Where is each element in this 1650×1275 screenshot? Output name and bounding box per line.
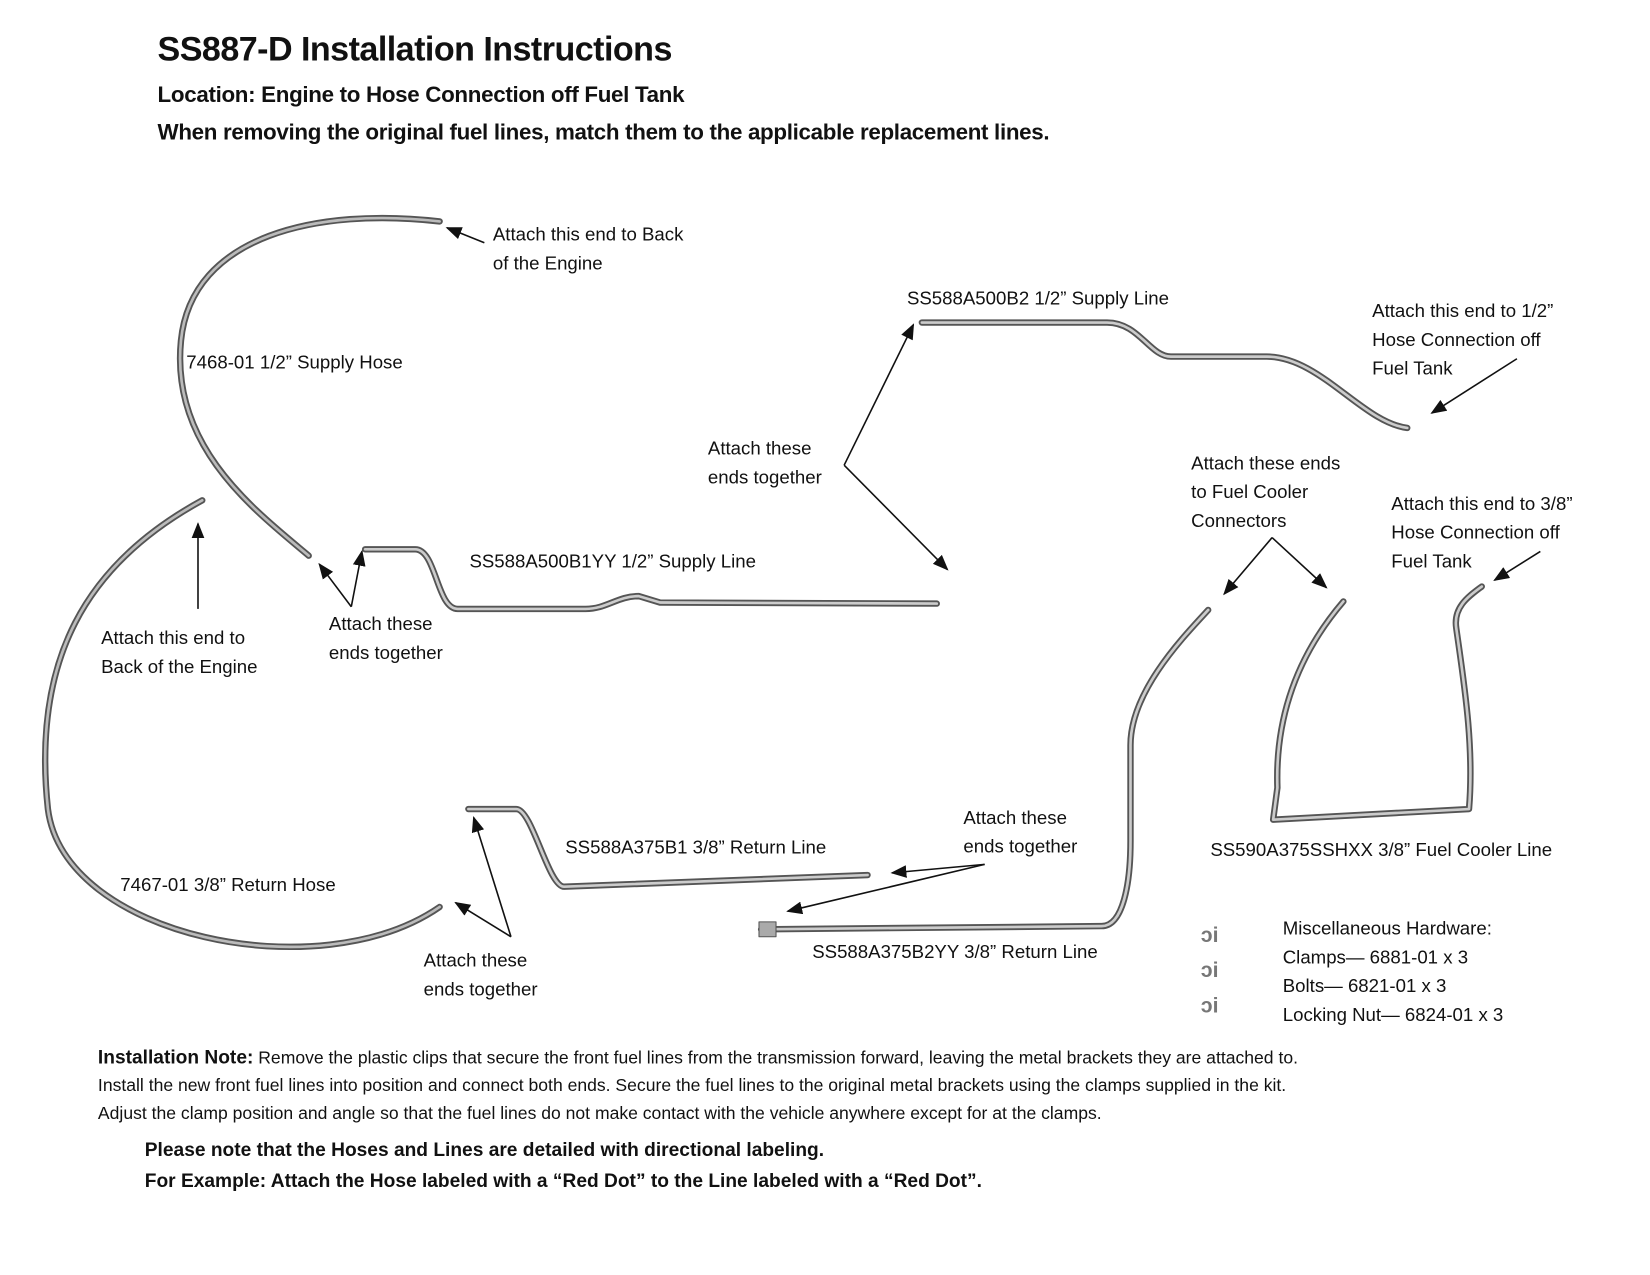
hardware-list: Miscellaneous Hardware:Clamps— 6881-01 x…	[1282, 917, 1504, 1026]
parts-diagram	[41, 214, 1541, 951]
label-tank-end-half: Attach this end to 1/2”Hose Connection o…	[1372, 300, 1554, 379]
label-cooler-line: SS590A375SSHXX 3/8” Fuel Cooler Line	[1210, 838, 1553, 861]
label-supply-hose: 7468-01 1/2” Supply Hose	[186, 351, 403, 373]
label-tank-end-38: Attach this end to 3/8”Hose Connection o…	[1391, 492, 1573, 572]
supply-hose-7468	[176, 214, 443, 559]
label-return-line-b1: SS588A375B1 3/8” Return Line	[565, 836, 827, 858]
note-example: For Example: Attach the Hose labeled wit…	[144, 1169, 982, 1192]
label-return-line-b2yy: SS588A375B2YY 3/8” Return Line	[812, 941, 1098, 963]
arrows	[191, 227, 1541, 938]
note-label: Installation Note:	[97, 1046, 254, 1068]
return-line-b2yy	[757, 606, 1212, 938]
page-title: SS887-D Installation Instructions	[157, 29, 673, 69]
label-supply-line-b2: SS588A500B2 1/2” Supply Line	[906, 287, 1169, 309]
bolt-icon: ↄi	[1200, 959, 1219, 983]
return-hose-7467	[41, 497, 443, 951]
location-subtitle: Location: Engine to Hose Connection off …	[157, 83, 685, 108]
fuel-cooler-line	[1269, 583, 1485, 823]
clamp-icon: ↄi	[1200, 923, 1219, 948]
supply-line-b2	[918, 319, 1411, 432]
label-return-hose: 7467-01 3/8” Return Hose	[120, 873, 336, 896]
label-supply-line-b1yy: SS588A500B1YY 1/2” Supply Line	[469, 550, 756, 572]
instruction-subtitle: When removing the original fuel lines, m…	[157, 120, 1050, 145]
nut-icon: ↄi	[1200, 994, 1219, 1018]
installation-note: Installation Note: Remove the plastic cl…	[97, 1046, 1298, 1124]
note-directional: Please note that the Hoses and Lines are…	[144, 1139, 825, 1161]
return-line-b1	[465, 805, 871, 890]
supply-line-b1yy	[361, 546, 940, 613]
